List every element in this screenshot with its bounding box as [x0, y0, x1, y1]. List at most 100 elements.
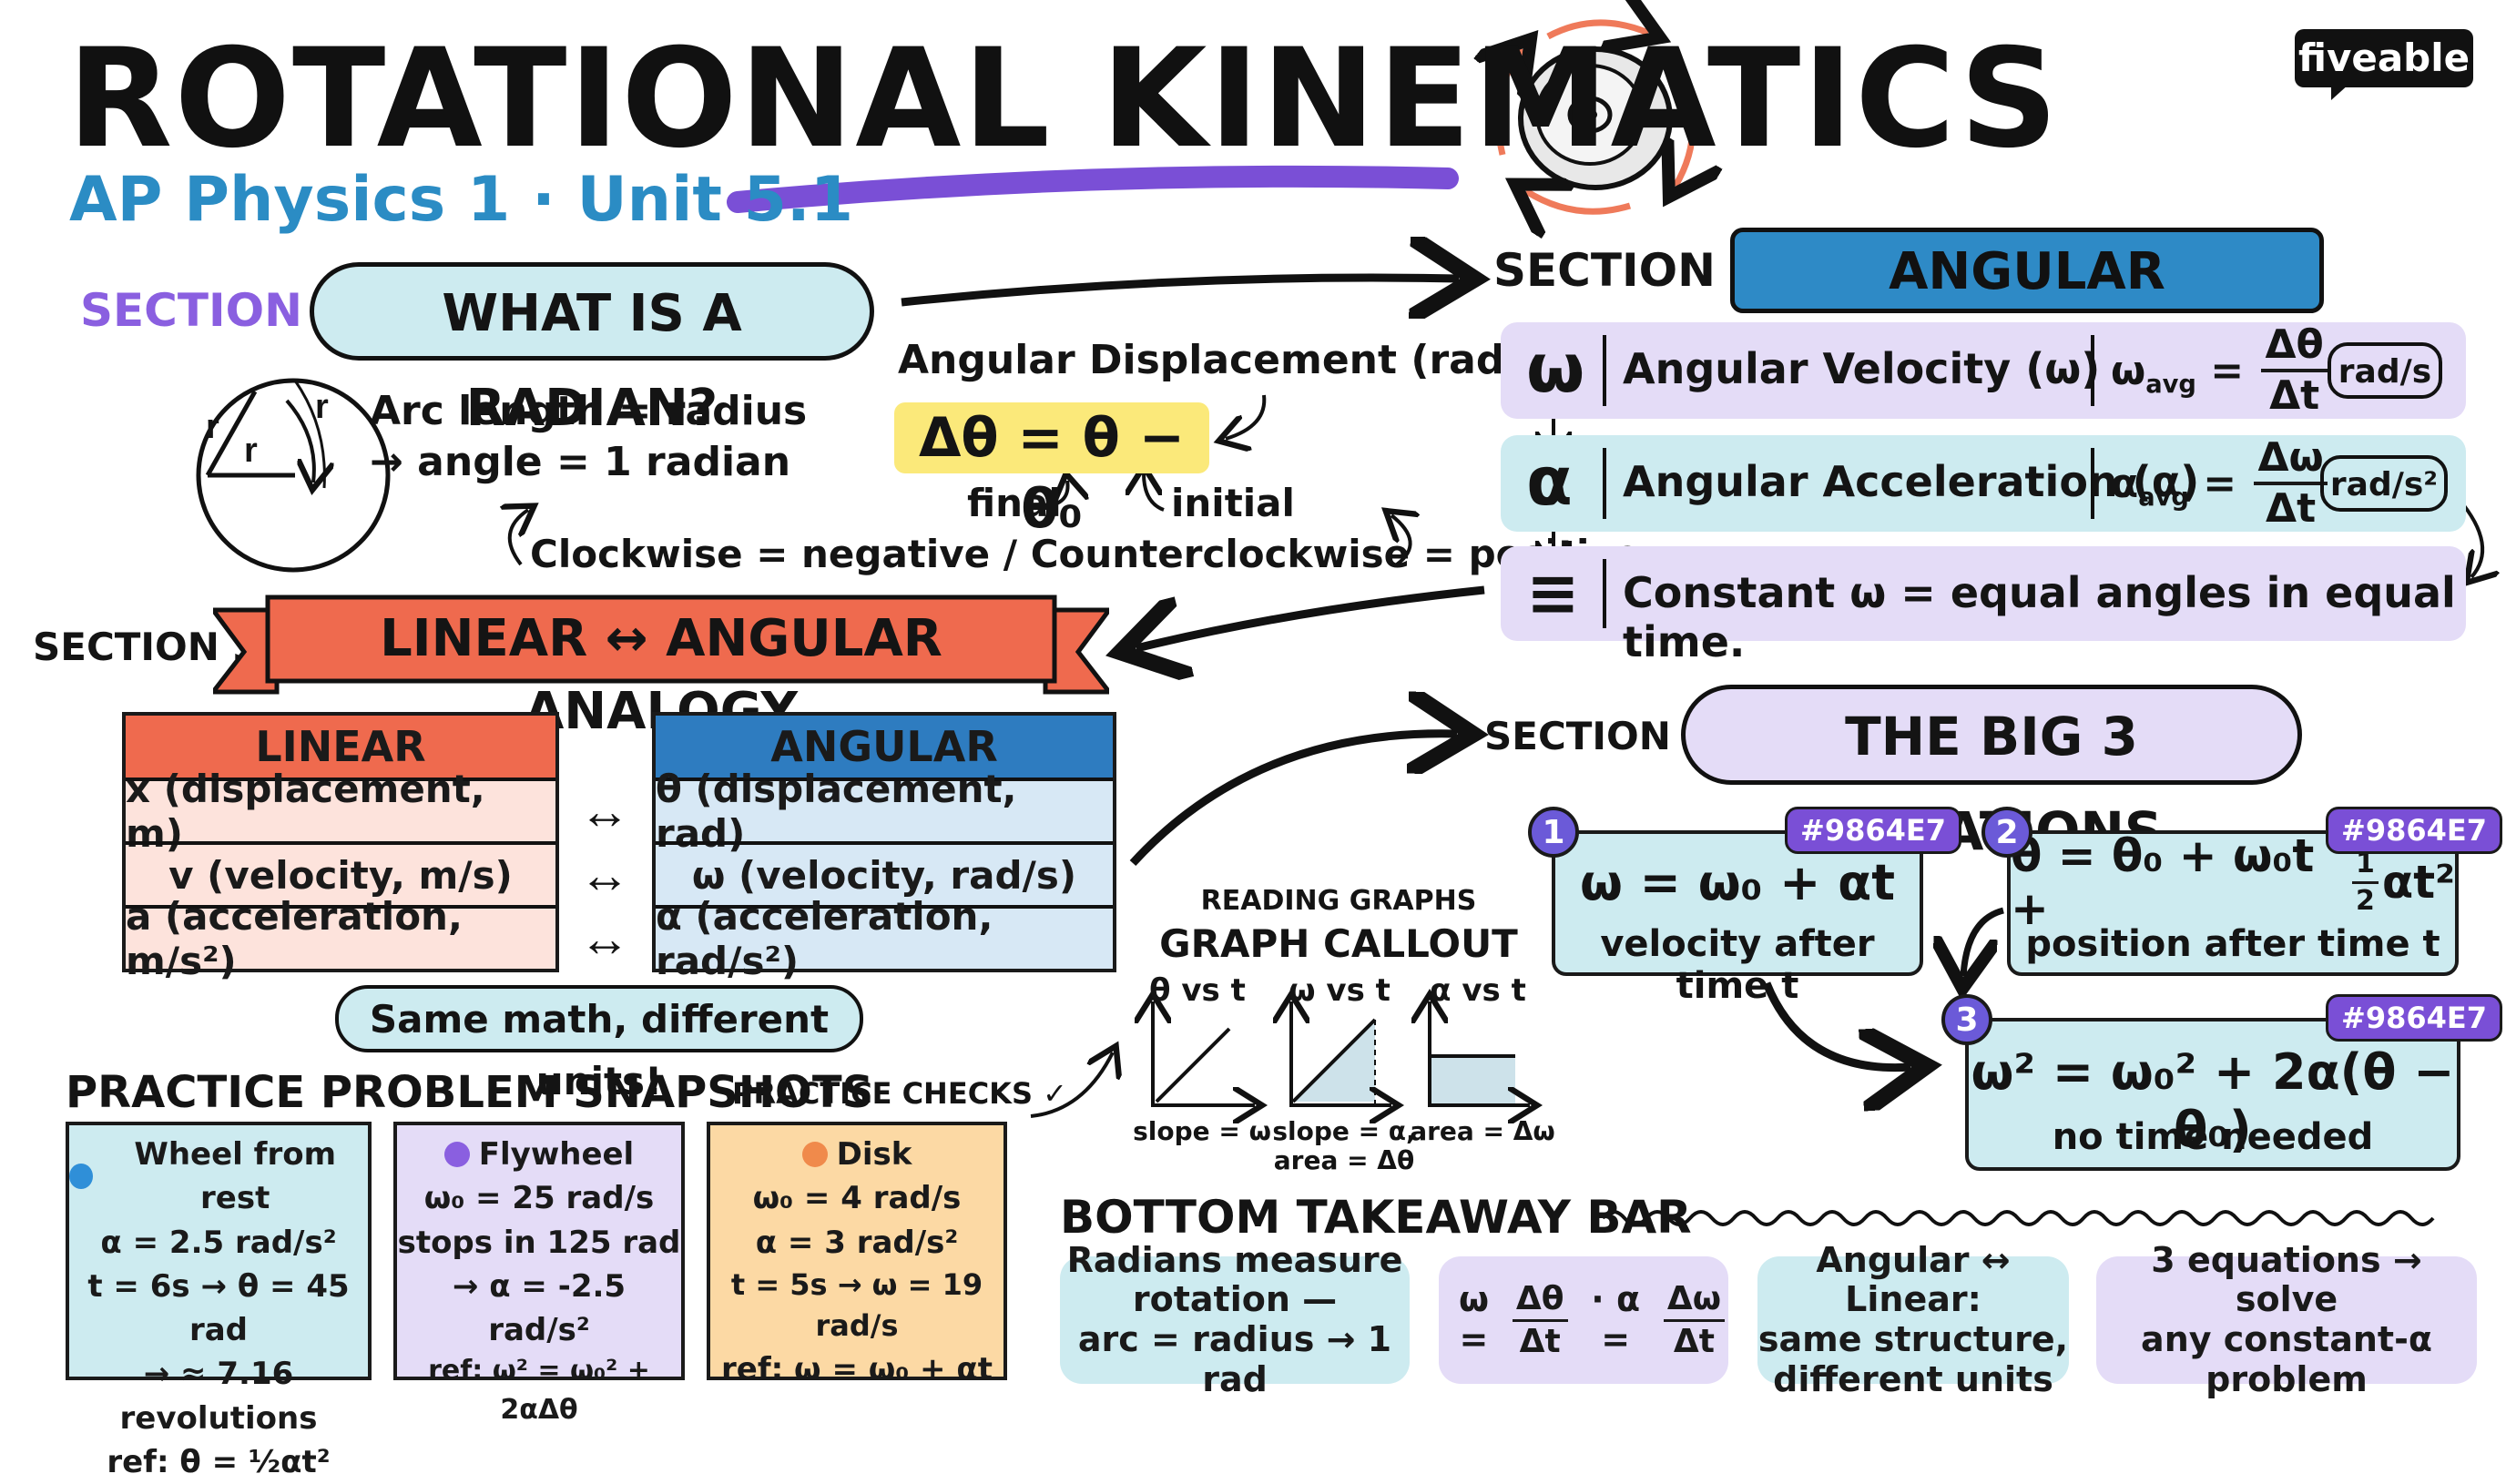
purple-dot-icon — [443, 1142, 470, 1168]
practice-title: PRACTICE PROBLEM SNAPSHOTS — [66, 1067, 874, 1118]
arrow-s3-s4 — [1129, 734, 1457, 867]
practice-ref: ref: ω² = ω₀² + 2αΔθ — [428, 1355, 650, 1426]
radian-circle-icon — [196, 378, 391, 573]
equation-1-tag: #9864E7 — [1785, 807, 1961, 854]
graph-alpha-vs-t — [1430, 1001, 1530, 1105]
equation-card-3: ω² = ω₀² + 2α(θ − θ₀) no time needed — [1965, 1018, 2460, 1171]
equation-3-tag: #9864E7 — [2326, 994, 2502, 1042]
graph-caption: slope = α, — [1272, 1116, 1416, 1146]
equation-card-1: ω = ω₀ + αt velocity after time t — [1552, 830, 1923, 1007]
section3-label: SECTION 3 — [33, 625, 260, 669]
practice-line: ω₀ = 25 rad/s — [423, 1180, 655, 1217]
arc-length-line1: Arc length = radius — [370, 388, 808, 434]
practice-line: α = 3 rad/s² — [755, 1224, 959, 1261]
angular-displacement-title: Angular Displacement (rad) — [898, 337, 1523, 383]
omega-symbol-icon: ω — [1526, 330, 1585, 408]
graph-theta-vs-t — [1153, 1001, 1255, 1105]
alpha-symbol-icon: α — [1526, 442, 1573, 521]
fiveable-logo[interactable]: fiveable — [2295, 29, 2473, 87]
arc-length-line2: → angle = 1 radian — [370, 439, 791, 485]
practice-line: stops in 125 rad — [397, 1224, 681, 1261]
orange-dot-icon — [801, 1142, 828, 1168]
radius-label-side: r — [244, 432, 258, 470]
linear-row: a (acceleration, m/s²) — [126, 894, 555, 983]
arrow-s1-s2 — [901, 278, 1459, 302]
practice-line: → α = -2.5 rad/s² — [452, 1267, 626, 1349]
speech-bubble: Same math, different units! — [335, 985, 863, 1103]
practice-ref: ref: θ = ½αt² — [107, 1443, 331, 1480]
analogy-arrow: ↔ — [579, 910, 630, 967]
section3-title: LINEAR ↔ ANGULAR ANALOGY — [380, 609, 942, 741]
linear-row: x (displacement, m) — [126, 767, 555, 856]
section1-title: WHAT IS A RADIAN? — [310, 262, 874, 438]
equivalence-icon: ≡ — [1526, 555, 1580, 630]
graph-caption: area = Δω — [1410, 1116, 1555, 1146]
linear-column: LINEAR x (displacement, m) v (velocity, … — [122, 712, 559, 983]
practice-line: α = 2.5 rad/s² — [100, 1224, 337, 1261]
equation-1-desc: velocity after time t — [1600, 923, 1875, 1007]
linear-row: v (velocity, m/s) — [126, 841, 555, 905]
graph-caption: slope = ω — [1133, 1116, 1271, 1146]
section2-title: ANGULAR QUANTITIES — [1730, 228, 2324, 381]
equation-3-desc: no time needed — [2052, 1116, 2374, 1158]
graph-title: ω vs t — [1289, 972, 1391, 1009]
takeaway-analogy: Angular ↔ Linear: same structure, differ… — [1757, 1239, 2069, 1399]
equation-2-tag: #9864E7 — [2326, 807, 2502, 854]
logo-tail-icon — [2331, 84, 2349, 100]
arrow-s2-s3 — [1136, 585, 1485, 648]
practice-card-title: Flywheel — [397, 1133, 681, 1176]
radius-label-arc: r — [315, 388, 329, 426]
radius-label-inner: r — [206, 408, 219, 446]
equation-2-desc: position after time t — [2025, 923, 2440, 965]
graph-title: α vs t — [1430, 972, 1526, 1009]
velocity-name: Angular Velocity (ω) — [1623, 344, 2101, 393]
final-label: final — [967, 481, 1062, 525]
equation-1: ω = ω₀ + αt — [1579, 854, 1896, 911]
arrow-eq2-eq3 — [1963, 907, 2005, 976]
acceleration-name: Angular Acceleration (α) — [1623, 457, 2200, 506]
page-title: ROTATIONAL KINEMATICS — [67, 20, 2060, 178]
sign-convention-note: Clockwise = negative / Counterclockwise … — [530, 532, 1641, 576]
analogy-arrow: ↔ — [579, 782, 630, 839]
section4-title: THE BIG 3 EQUATIONS — [1681, 685, 2302, 862]
practice-line: t = 5s → ω = 19 rad/s — [730, 1266, 983, 1344]
equation-1-number: 1 — [1528, 807, 1579, 858]
takeaway-equations: 3 equations → solve any constant-α probl… — [2096, 1240, 2477, 1399]
angular-displacement-equation: Δθ = θ − θ₀ — [894, 402, 1209, 541]
practice-card-title: Disk — [710, 1133, 1003, 1176]
equation-3-number: 3 — [1941, 994, 1992, 1045]
linear-header: LINEAR — [126, 716, 555, 778]
angular-row: ω (velocity, rad/s) — [656, 841, 1113, 905]
graph-caption: area = Δθ — [1273, 1145, 1415, 1175]
graph-omega-vs-t — [1291, 1001, 1391, 1105]
angular-header: ANGULAR — [656, 716, 1113, 778]
connector-overlay — [196, 0, 2506, 1226]
practice-card-title: Wheel from rest — [69, 1133, 368, 1221]
quantity-row-constant: ≡ Constant ω = equal angles in equal tim… — [1501, 546, 2466, 666]
wavy-divider — [1601, 1210, 2435, 1226]
section3-ribbon — [213, 595, 1109, 695]
section2-label: SECTION 2 — [1493, 244, 1764, 297]
practice-card-flywheel: Flywheel ω₀ = 25 rad/s stops in 125 rad … — [393, 1122, 685, 1426]
section4-label: SECTION 4 — [1484, 714, 1711, 758]
angular-row: θ (displacement, rad) — [656, 767, 1113, 856]
graphs-title: GRAPH CALLOUT — [1159, 921, 1518, 966]
takeaway-title: BOTTOM TAKEAWAY BAR — [1060, 1191, 1692, 1244]
constant-omega-text: Constant ω = equal angles in equal time. — [1623, 568, 2456, 666]
page-subtitle: AP Physics 1 · Unit 5.1 — [69, 164, 854, 236]
practice-ref: ref: ω = ω₀ + αt — [721, 1350, 993, 1387]
section1-label: SECTION 1 — [80, 284, 351, 337]
velocity-unit-badge: rad/s — [2328, 342, 2442, 399]
practice-line: t = 6s → θ = 45 rad — [87, 1267, 350, 1349]
equation-3: ω² = ω₀² + 2α(θ − θ₀) — [1971, 1043, 2455, 1158]
angular-column: ANGULAR θ (displacement, rad) ω (velocit… — [652, 712, 1116, 983]
analogy-arrow: ↔ — [579, 846, 630, 903]
initial-label: initial — [1171, 481, 1295, 525]
